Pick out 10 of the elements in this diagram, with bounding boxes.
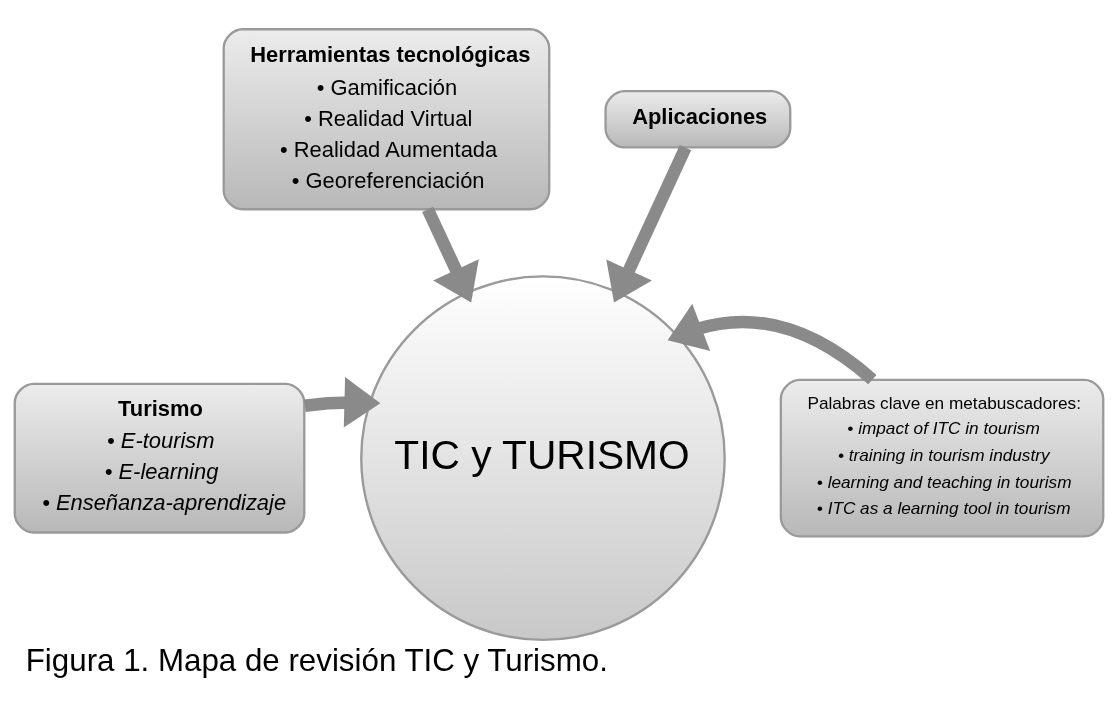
node-box: Turismo • E-tourism • E-learning • Enseñanza-aprendizaje <box>13 382 306 534</box>
arrow <box>606 145 692 303</box>
node-circle: TIC y TURISMO <box>360 275 726 642</box>
node-box: Herramientas tecnológicas • Gamificación • Realidad Virtual • Realidad Aumentada • Georeferenciación <box>222 28 551 211</box>
caption: Figura 1. Mapa de revisión TIC y Turismo. <box>25 643 608 679</box>
node-box: Aplicaciones <box>604 89 792 149</box>
arrow <box>303 377 381 428</box>
node-box: Palabras clave en metabuscadores: • impact of ITC in tourism • training in tourism industry • learning and teaching in tourism • ITC as a learning tool in tourism <box>779 378 1105 538</box>
arrow <box>422 206 479 303</box>
arrow <box>667 303 877 385</box>
